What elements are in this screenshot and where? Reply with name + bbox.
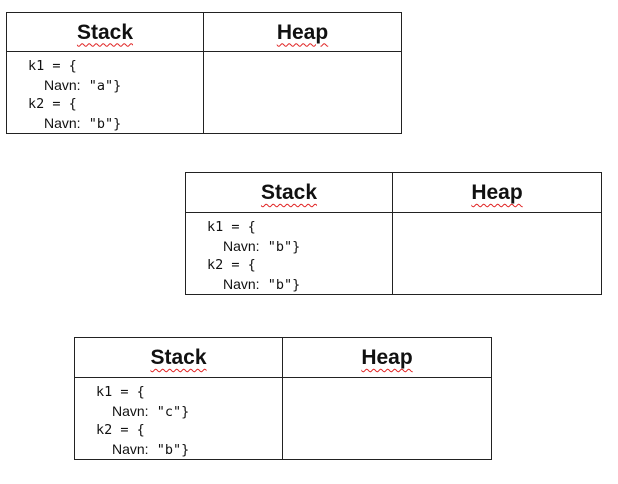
variable-line-k1: k1 = { bbox=[96, 384, 145, 400]
stack-cell: k1 = { Navn: "a"} k2 = { Navn: "b"} bbox=[6, 51, 204, 134]
field-label: Navn: bbox=[112, 402, 149, 419]
variable-line-k1: k1 = { bbox=[28, 58, 77, 74]
heap-header: Heap bbox=[392, 172, 602, 213]
heap-cell bbox=[392, 212, 602, 295]
heap-cell bbox=[203, 51, 402, 134]
field-line-k1: Navn: "c"} bbox=[96, 402, 282, 422]
field-value: "c"} bbox=[156, 403, 190, 420]
variable-line-k2: k2 = { bbox=[96, 422, 145, 438]
variable-line-k2: k2 = { bbox=[207, 257, 256, 273]
memory-diagram-3: Stack Heap k1 = { Navn: "c"} k2 = { Navn… bbox=[74, 337, 492, 460]
field-label: Navn: bbox=[44, 114, 81, 131]
stack-cell: k1 = { Navn: "c"} k2 = { Navn: "b"} bbox=[74, 377, 283, 460]
field-label: Navn: bbox=[44, 76, 81, 93]
field-label: Navn: bbox=[223, 237, 260, 254]
field-line-k2: Navn: "b"} bbox=[28, 114, 203, 134]
field-value: "b"} bbox=[267, 276, 301, 293]
field-line-k1: Navn: "a"} bbox=[28, 76, 203, 96]
memory-diagram-1: Stack Heap k1 = { Navn: "a"} k2 = { Navn… bbox=[6, 12, 402, 134]
field-line-k2: Navn: "b"} bbox=[96, 440, 282, 460]
memory-diagram-2: Stack Heap k1 = { Navn: "b"} k2 = { Navn… bbox=[185, 172, 602, 295]
field-label: Navn: bbox=[223, 275, 260, 292]
stack-cell: k1 = { Navn: "b"} k2 = { Navn: "b"} bbox=[185, 212, 393, 295]
stack-header: Stack bbox=[185, 172, 393, 213]
field-line-k2: Navn: "b"} bbox=[207, 275, 392, 295]
field-line-k1: Navn: "b"} bbox=[207, 237, 392, 257]
heap-header: Heap bbox=[282, 337, 492, 378]
field-value: "b"} bbox=[88, 115, 122, 132]
variable-line-k2: k2 = { bbox=[28, 96, 77, 112]
variable-line-k1: k1 = { bbox=[207, 219, 256, 235]
field-label: Navn: bbox=[112, 440, 149, 457]
field-value: "a"} bbox=[88, 77, 122, 94]
stack-header: Stack bbox=[6, 12, 204, 52]
field-value: "b"} bbox=[156, 441, 190, 458]
heap-header: Heap bbox=[203, 12, 402, 52]
heap-cell bbox=[282, 377, 492, 460]
stack-header: Stack bbox=[74, 337, 283, 378]
field-value: "b"} bbox=[267, 238, 301, 255]
